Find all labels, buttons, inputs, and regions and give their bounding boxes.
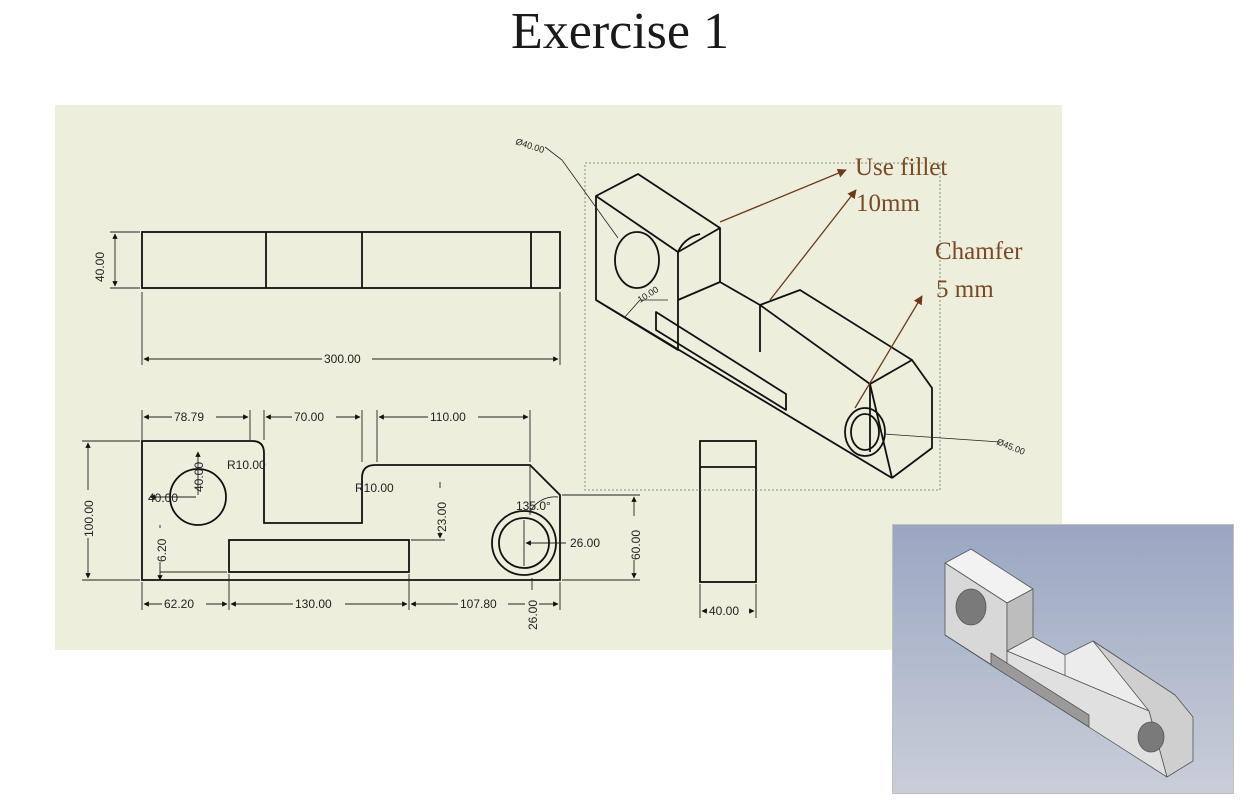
front-slot <box>228 539 410 573</box>
dim-78-79: 78.79 <box>174 410 204 424</box>
iso-dim-45: Ø45.00 <box>995 437 1026 457</box>
front-view-outline <box>141 440 561 581</box>
dim-top-height: 40.00 <box>93 252 107 282</box>
dim-top-length: 300.00 <box>324 352 361 366</box>
page-title: Exercise 1 <box>510 3 729 60</box>
dim-110: 110.00 <box>430 410 466 424</box>
dim-hole-40: 40.00 <box>148 491 178 505</box>
top-view-dimensions <box>110 231 561 365</box>
dim-height-100: 100.00 <box>82 500 96 537</box>
fillet-note-line1: Use fillet <box>855 154 947 181</box>
dim-side-40: 40.00 <box>709 604 739 618</box>
fillet-arrow-b <box>769 189 857 301</box>
render-image <box>893 525 1233 793</box>
dim-r10-left: R10.00 <box>227 458 266 472</box>
top-view <box>141 231 561 289</box>
side-view <box>699 440 757 583</box>
dim-angle-135: 135.0° <box>516 499 551 513</box>
fillet-note-line2: 10mm <box>856 190 920 217</box>
chamfer-arrow <box>854 295 923 409</box>
dim-130: 130.00 <box>295 597 332 611</box>
top-view-outline <box>141 231 561 289</box>
isometric-view <box>595 173 933 479</box>
iso-dim-40: Ø40.00 <box>514 136 545 155</box>
chamfer-note-line2: 5 mm <box>936 276 994 303</box>
dim-62-20: 62.20 <box>164 597 194 611</box>
iso-view-frame <box>584 162 941 491</box>
dim-70: 70.00 <box>294 410 324 424</box>
chamfer-note-line1: Chamfer <box>935 238 1023 265</box>
front-view <box>141 440 561 581</box>
dim-60: 60.00 <box>629 530 643 560</box>
dim-26-vertical: 26.00 <box>526 600 540 630</box>
render-preview <box>892 524 1234 794</box>
dim-6-20: 6.20 <box>155 538 169 562</box>
dim-hole-40-vertical: 40.00 <box>192 462 206 492</box>
dim-23: 23.00 <box>435 502 449 532</box>
dim-107-80: 107.80 <box>460 597 497 611</box>
side-view-outline <box>699 440 757 583</box>
fillet-arrow-a <box>719 168 847 223</box>
dim-r10-right: R10.00 <box>355 481 394 495</box>
dim-26-horizontal: 26.00 <box>570 536 600 550</box>
